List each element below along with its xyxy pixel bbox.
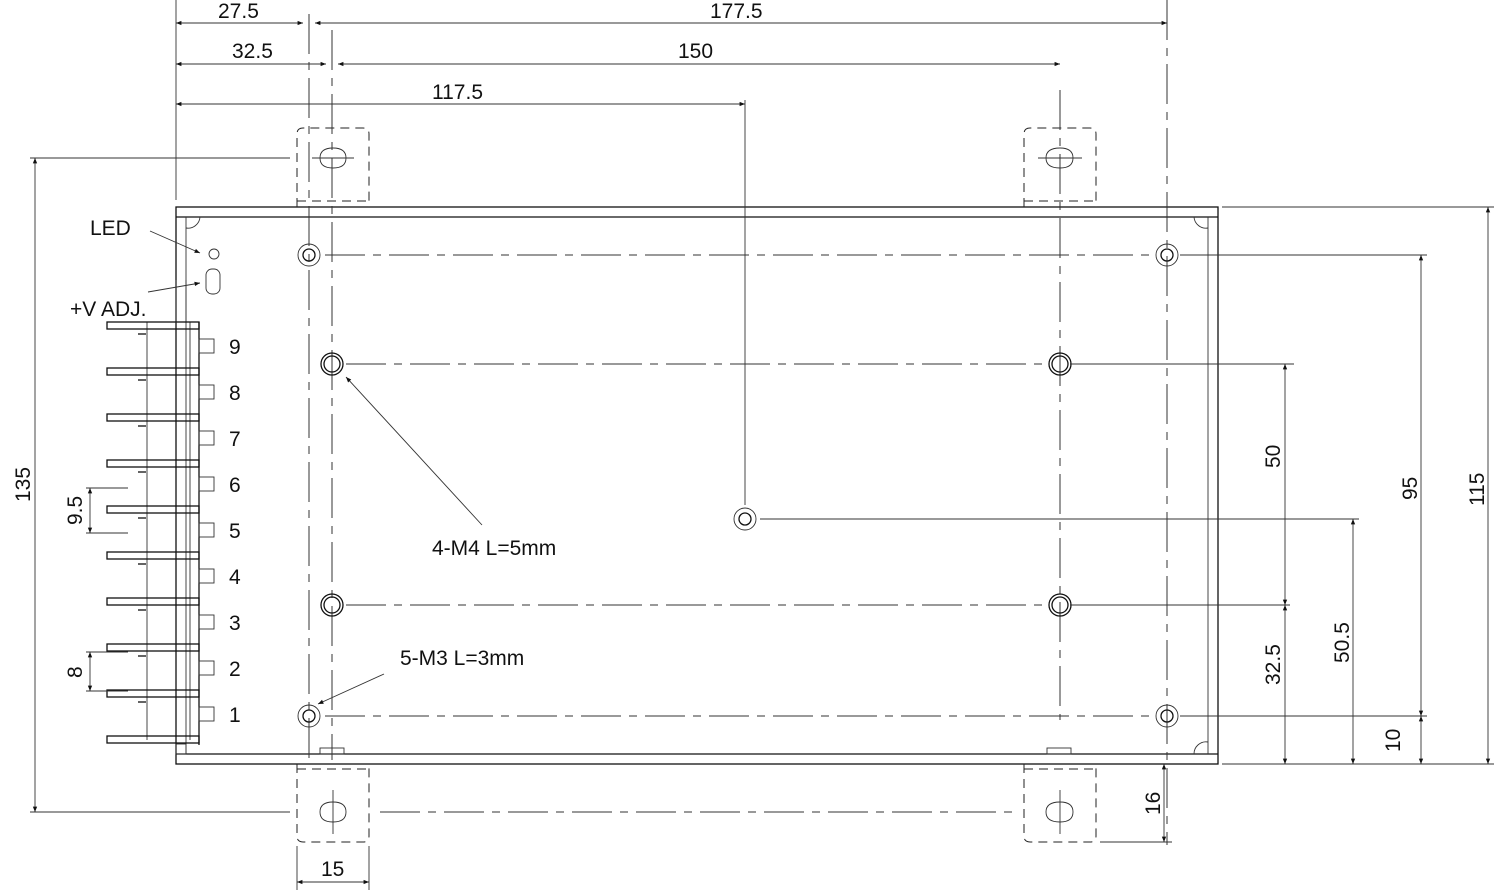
m3-hole-top-right bbox=[1155, 243, 1179, 267]
center-lines bbox=[308, 0, 1168, 845]
dim-8: 8 bbox=[64, 666, 87, 678]
led-indicator: LED bbox=[90, 217, 220, 260]
m3-hole-top-left bbox=[297, 243, 321, 267]
terminal-number: 2 bbox=[229, 658, 241, 681]
m3-hole-center bbox=[733, 507, 757, 531]
dimension-left: 135 9.5 8 bbox=[12, 157, 290, 813]
terminal-4: 4 bbox=[106, 551, 241, 589]
dimension-right: 16 50 32.5 50.5 95 10 115 bbox=[760, 206, 1494, 843]
m3-note: 5-M3 L=3mm bbox=[317, 647, 524, 705]
m4-note-text: 4-M4 L=5mm bbox=[432, 537, 556, 560]
chassis-outline bbox=[175, 206, 1219, 765]
terminal-number: 6 bbox=[229, 474, 241, 497]
terminal-1: 1 bbox=[106, 689, 241, 727]
m3-note-text: 5-M3 L=3mm bbox=[400, 647, 524, 670]
dim-117-5: 117.5 bbox=[432, 81, 483, 104]
terminal-end-plate bbox=[106, 735, 200, 744]
dim-15: 15 bbox=[321, 858, 344, 881]
dim-16: 16 bbox=[1142, 792, 1165, 815]
terminal-number: 5 bbox=[229, 520, 241, 543]
dim-50-5: 50.5 bbox=[1331, 622, 1354, 663]
dim-50: 50 bbox=[1262, 445, 1285, 468]
terminal-7: 7 bbox=[106, 413, 241, 451]
bracket-bottom-left bbox=[296, 764, 370, 843]
m4-hole-top-left bbox=[320, 352, 344, 376]
m4-hole-bottom-left bbox=[320, 593, 344, 617]
vadj-potentiometer: +V ADJ. bbox=[70, 268, 221, 321]
terminal-number: 9 bbox=[229, 336, 241, 359]
dim-177-5: 177.5 bbox=[710, 0, 763, 23]
m3-hole-bottom-right bbox=[1155, 704, 1179, 728]
terminal-number: 1 bbox=[229, 704, 241, 727]
bracket-bottom-right bbox=[1023, 764, 1097, 843]
dim-150: 150 bbox=[678, 40, 713, 63]
terminal-3: 3 bbox=[106, 597, 241, 635]
bracket-top-left bbox=[296, 127, 370, 207]
dim-32-5: 32.5 bbox=[232, 40, 273, 63]
terminal-5: 5 bbox=[106, 505, 241, 543]
m4-note: 4-M4 L=5mm bbox=[345, 376, 556, 560]
terminal-number: 3 bbox=[229, 612, 241, 635]
terminal-list: 9 8 7 6 5 4 3 2 1 bbox=[106, 321, 241, 744]
dimension-bottom: 15 bbox=[296, 846, 370, 890]
terminal-6: 6 bbox=[106, 459, 241, 497]
m3-hole-bottom-left bbox=[297, 704, 321, 728]
terminal-number: 4 bbox=[229, 566, 241, 589]
terminal-9: 9 bbox=[106, 321, 241, 359]
terminal-8: 8 bbox=[106, 367, 241, 405]
vadj-label: +V ADJ. bbox=[70, 298, 146, 321]
dim-32-5-right: 32.5 bbox=[1262, 644, 1285, 685]
dim-115: 115 bbox=[1466, 473, 1489, 506]
dim-27-5: 27.5 bbox=[218, 0, 259, 23]
terminal-number: 8 bbox=[229, 382, 241, 405]
dimension-top: 27.5 177.5 32.5 150 117.5 bbox=[175, 0, 1167, 200]
dim-135: 135 bbox=[12, 467, 35, 502]
dim-10: 10 bbox=[1382, 729, 1405, 752]
dim-9-5: 9.5 bbox=[64, 496, 87, 525]
led-label: LED bbox=[90, 217, 131, 240]
terminal-2: 2 bbox=[106, 643, 241, 681]
dim-95: 95 bbox=[1399, 477, 1422, 500]
terminal-number: 7 bbox=[229, 428, 241, 451]
